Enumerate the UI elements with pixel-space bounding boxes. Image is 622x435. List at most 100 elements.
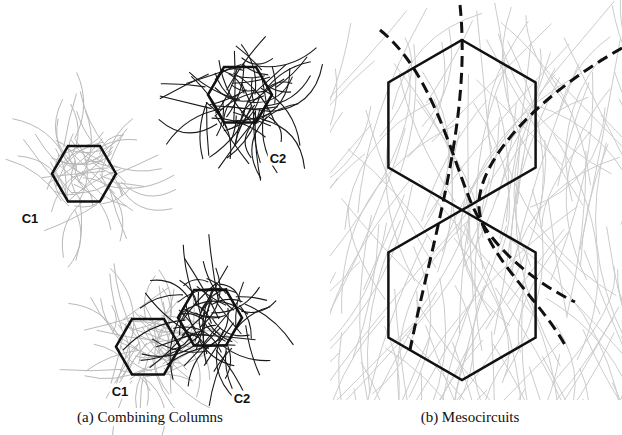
neuron-fiber [380, 38, 412, 137]
neuron-fiber [360, 215, 375, 400]
hexagon-outline [178, 290, 242, 345]
neuron-fiber [551, 72, 593, 280]
neuron-fiber [618, 269, 622, 383]
neuron-fiber [526, 15, 569, 107]
neuron-fiber [553, 76, 622, 202]
neuron-fiber [529, 307, 618, 400]
column-label: C1 [110, 383, 131, 398]
neuron-fiber [330, 178, 338, 356]
neuron-fiber [621, 336, 622, 400]
fiber-group [6, 36, 323, 435]
neuron-fiber [619, 99, 622, 225]
neuron-fiber [386, 278, 446, 400]
neuron-fiber [615, 72, 622, 283]
neuron-fiber [459, 220, 469, 334]
neuron-fiber [330, 184, 413, 359]
neuron-fiber [68, 209, 81, 267]
neuron-fiber [525, 318, 613, 400]
dashed-circuit [479, 48, 622, 345]
neuron-fiber [473, 102, 509, 254]
neuron-fiber [542, 131, 590, 226]
column-hexagon [388, 210, 535, 380]
hexagon-outline [52, 146, 116, 201]
neuron-fiber [159, 119, 218, 133]
hexagon-outline [52, 146, 116, 201]
neuron-fiber [245, 126, 251, 158]
neuron-fiber [530, 227, 600, 315]
panel-caption: (b) Mesocircuits [418, 408, 523, 426]
neuron-fiber [276, 57, 307, 87]
mesocircuit-paths [380, 5, 622, 350]
neuron-fiber [252, 117, 267, 179]
neuron-fiber [516, 157, 560, 366]
neuron-fiber [166, 109, 223, 145]
neuron-fiber [84, 317, 132, 330]
neuron-fiber [6, 159, 62, 201]
neuron-fiber [555, 266, 615, 380]
neuron-fiber [97, 330, 158, 340]
neuron-fiber [144, 378, 165, 435]
neuron-fiber [330, 124, 372, 301]
neuron-fiber [141, 333, 202, 360]
neuron-fiber [234, 51, 235, 122]
neuron-fiber [123, 320, 185, 350]
column-hexagon: C1 [52, 146, 116, 201]
hexagon-outline [208, 67, 272, 122]
neuron-fiber [140, 295, 183, 308]
neuron-fiber [330, 106, 371, 190]
neuron-fiber [246, 325, 260, 375]
neuron-fiber [342, 124, 457, 313]
dashed-circuit [380, 30, 575, 302]
neuron-fiber [534, 105, 622, 209]
neuron-fiber [108, 184, 126, 239]
neuron-fiber [442, 74, 555, 252]
neuron-fiber [77, 111, 92, 141]
neuron-fiber [199, 302, 209, 332]
neuron-fiber [231, 307, 271, 338]
hexagon-outline [116, 319, 180, 374]
neuron-fiber [501, 22, 591, 185]
panel-caption: (a) Combining Columns [74, 408, 226, 426]
neuron-fiber [394, 64, 469, 245]
neuron-fiber [233, 73, 275, 123]
neuron-fiber [207, 106, 209, 156]
neuron-fiber [264, 75, 310, 106]
neuron-fiber [144, 304, 160, 340]
column-label: C2 [268, 150, 289, 165]
neuron-fiber [101, 187, 132, 205]
neuron-fiber [223, 346, 270, 360]
neuron-fiber [114, 155, 159, 175]
neuron-fiber [191, 76, 226, 128]
neuron-fiber [385, 348, 483, 400]
neuron-fiber [455, 285, 473, 400]
neuron-fiber [63, 104, 78, 167]
neuron-fiber [106, 344, 139, 399]
column-hexagon: C2 [178, 290, 242, 345]
mesocircuit-hexagons [388, 40, 535, 380]
neuron-fiber [183, 279, 208, 285]
neuron-fiber [161, 84, 206, 87]
neuron-fiber [386, 134, 415, 281]
neuron-fiber [110, 268, 133, 336]
neuron-fiber [86, 350, 139, 371]
column-hexagon: C2 [208, 67, 272, 122]
neuron-fiber [224, 94, 240, 127]
fiber-group [330, 0, 622, 400]
neuron-fiber [617, 285, 622, 372]
neuron-fiber [112, 305, 117, 333]
neuron-fiber [241, 79, 284, 113]
neuron-fiber [330, 112, 343, 214]
neuron-fiber [160, 74, 209, 99]
neuron-fiber [542, 356, 612, 400]
neuron-fiber [472, 286, 505, 400]
neuron-fiber [539, 333, 614, 401]
neuron-fiber [242, 64, 268, 75]
hexagon-outline [116, 319, 180, 374]
column-label: C1 [20, 210, 41, 225]
neuron-fiber [330, 316, 385, 400]
neuron-fiber [180, 335, 212, 339]
neuron-fiber [511, 157, 620, 267]
neuron-fiber [583, 330, 622, 401]
neuron-fiber [234, 105, 254, 146]
neuron-fiber [576, 304, 622, 400]
